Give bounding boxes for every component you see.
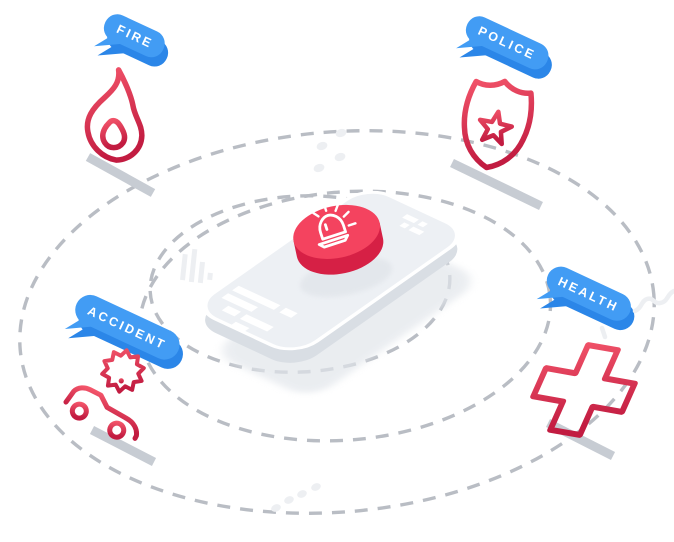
phone-menu-dots [399,214,428,236]
flame-icon [84,67,145,163]
panic-button[interactable] [284,192,396,304]
siren-icon [311,203,357,249]
medical-cross-icon [530,342,638,438]
health-bubble: HEALTH [536,266,635,331]
car-crash-icon [63,348,146,441]
health-bubble-face [546,266,631,321]
police-bubble-tail [456,38,486,49]
button-top [293,204,381,259]
police-bubble-face [465,16,549,70]
orbit-ring-middle [137,189,553,443]
platform-police [450,158,543,211]
badge-star-icon [461,78,535,171]
orbit-ring-outer [18,129,656,515]
fire-bubble-tail [94,36,124,47]
crash-burst [100,348,146,394]
decor-dots-top [313,128,347,173]
fire-bubble: FIRE [94,14,169,67]
signal-bars-icon [180,248,213,284]
decor-squiggle [599,288,674,340]
decor-dots-bottom [271,483,321,512]
phone-text-placeholder [221,285,298,333]
accident-bubble: ACCIDENT [64,294,183,369]
fire-bubble-face [103,14,165,58]
siren-rays [311,203,357,227]
accident-bubble-face [75,294,180,360]
platform-fire [85,153,156,197]
crashed-car [63,385,140,441]
health-bubble-tail [536,289,567,300]
accident-bubble-tail [64,319,95,329]
decor-tick [599,325,608,340]
platform-accident [89,426,157,466]
